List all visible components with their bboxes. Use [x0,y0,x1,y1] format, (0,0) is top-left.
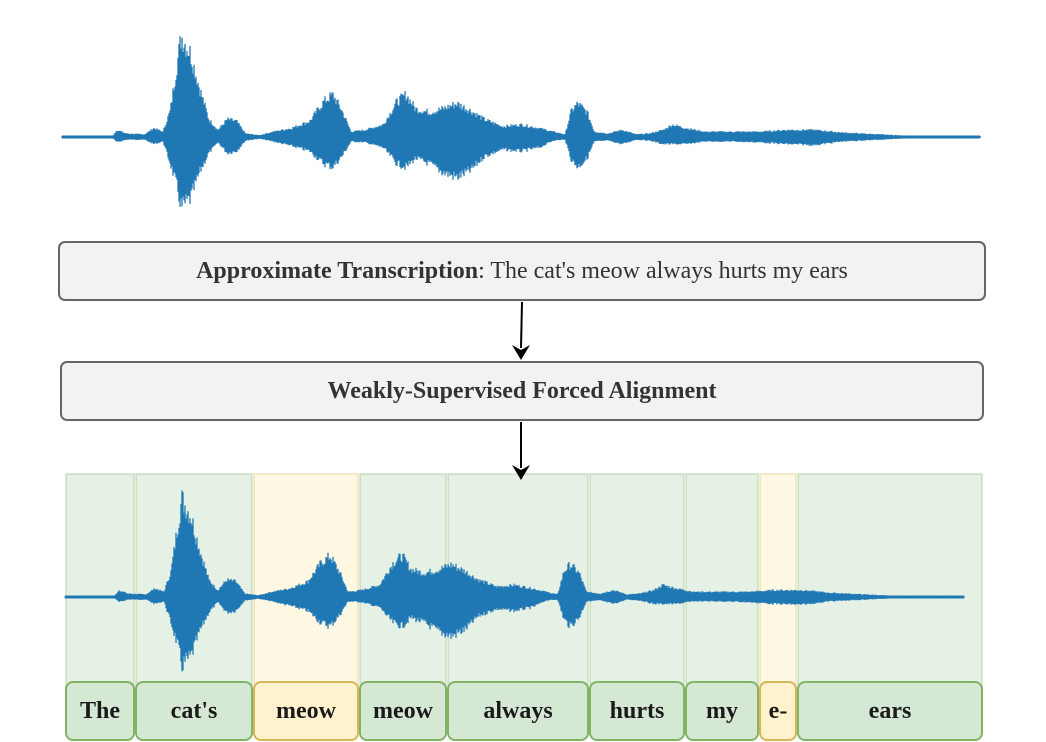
word-label-1: The [65,681,135,741]
waveform-top-signal [61,36,981,207]
transcription-box: Approximate Transcription: The cat's meo… [58,241,986,301]
transcription-separator: : [478,257,491,284]
segment-band-7 [685,473,759,691]
arrowhead-2-icon [512,465,530,480]
word-label-7: my [685,681,759,741]
word-label-2: cat's [135,681,253,741]
alignment-box: Weakly-Supervised Forced Alignment [60,361,984,421]
word-label-4: meow [359,681,447,741]
word-label-6: hurts [589,681,685,741]
arrow-transcription-to-alignment [520,301,523,349]
transcription-label: Approximate Transcription [196,257,479,284]
word-label-9: ears [797,681,983,741]
waveform-bottom-signal [64,490,965,672]
segment-band-6 [589,473,685,691]
segment-band-1 [65,473,135,691]
word-label-8: e- [759,681,797,741]
arrowhead-1-icon [512,345,530,360]
alignment-label: Weakly-Supervised Forced Alignment [327,377,717,404]
segment-band-8 [759,473,797,691]
waveform-bottom [64,490,965,672]
word-label-3: meow [253,681,359,741]
waveform-top [61,36,981,207]
word-label-5: always [447,681,589,741]
segment-band-9 [797,473,983,691]
transcription-text: The cat's meow always hurts my ears [490,257,848,284]
